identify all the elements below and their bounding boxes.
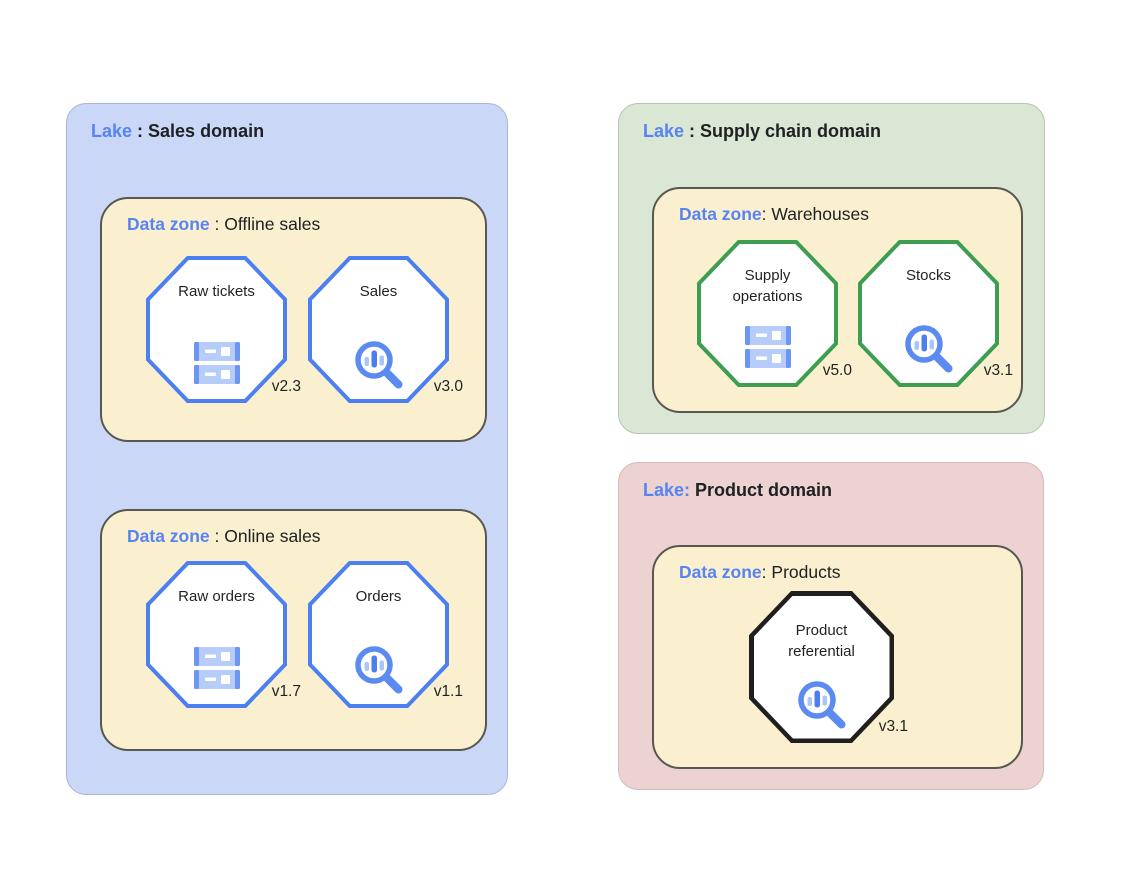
lake-name: Sales domain: [148, 121, 265, 141]
lake-title-separator: :: [132, 121, 149, 141]
data-zone-warehouses: Data zone: Warehouses Supply operations …: [652, 187, 1023, 413]
zone-title-separator: :: [209, 214, 225, 234]
zone-name: Products: [771, 562, 841, 582]
zone-label: Data zone: [127, 214, 210, 234]
zone-title: Data zone: Warehouses: [679, 204, 869, 225]
search-analytics-icon: [352, 338, 406, 392]
entity-version: v1.1: [433, 683, 463, 700]
lake-label: Lake: [643, 121, 685, 141]
search-analytics-icon: [902, 322, 956, 376]
zone-title-separator: :: [209, 526, 225, 546]
entity-supply-operations: Supply operations v5.0: [697, 240, 852, 387]
entity-raw-tickets: Raw tickets v2.3: [146, 256, 301, 403]
zone-title: Data zone : Online sales: [127, 526, 321, 547]
storage-servers-icon: [744, 326, 791, 368]
entity-orders: Orders v1.1: [308, 561, 463, 708]
entity-raw-orders: Raw orders v1.7: [146, 561, 301, 708]
entity-version: v3.0: [433, 378, 463, 395]
data-zone-products: Data zone: Products Product referential …: [652, 545, 1023, 769]
zone-title-separator: :: [761, 204, 772, 224]
lake-name: Supply chain domain: [700, 121, 882, 141]
lake-title: Lake : Supply chain domain: [643, 121, 881, 142]
zone-title: Data zone: Products: [679, 562, 840, 583]
entity-stocks: Stocks v3.1: [858, 240, 1013, 387]
storage-servers-icon: [193, 647, 240, 689]
storage-servers-icon: [193, 342, 240, 384]
lake-label: Lake:: [643, 480, 691, 500]
entity-version: v5.0: [822, 362, 852, 379]
zone-title-separator: :: [761, 562, 772, 582]
lake-product-domain: Lake: Product domain Data zone: Products…: [618, 462, 1044, 790]
search-analytics-icon: [795, 678, 849, 732]
lake-title-separator: :: [684, 121, 701, 141]
entity-version: v1.7: [271, 683, 301, 700]
search-analytics-icon: [352, 643, 406, 697]
lake-title: Lake : Sales domain: [91, 121, 264, 142]
zone-name: Online sales: [224, 526, 321, 546]
entity-name: Sales: [359, 283, 398, 300]
lake-supply-chain-domain: Lake : Supply chain domain Data zone: Wa…: [618, 103, 1045, 434]
zone-name: Warehouses: [771, 204, 869, 224]
zone-label: Data zone: [127, 526, 210, 546]
lake-name: Product domain: [695, 480, 833, 500]
lake-sales-domain: Lake : Sales domain Data zone : Offline …: [66, 103, 508, 795]
zone-name: Offline sales: [224, 214, 321, 234]
entity-name: Product referential: [788, 622, 855, 660]
zone-title: Data zone : Offline sales: [127, 214, 320, 235]
entity-sales: Sales v3.0: [308, 256, 463, 403]
data-zone-online-sales: Data zone : Online sales Raw orders v1.7…: [100, 509, 487, 751]
entity-name: Supply operations: [732, 267, 803, 305]
entity-product-referential: Product referential v3.1: [749, 591, 908, 743]
entity-name: Stocks: [905, 267, 951, 284]
entity-name: Raw tickets: [178, 283, 255, 300]
zone-label: Data zone: [679, 562, 762, 582]
lake-label: Lake: [91, 121, 133, 141]
entity-version: v2.3: [271, 378, 301, 395]
entity-name: Raw orders: [178, 588, 255, 605]
data-zone-offline-sales: Data zone : Offline sales Raw tickets v2…: [100, 197, 487, 442]
zone-label: Data zone: [679, 204, 762, 224]
entity-name: Orders: [355, 588, 402, 605]
entity-version: v3.1: [983, 362, 1013, 379]
lake-title: Lake: Product domain: [643, 480, 832, 501]
entity-version: v3.1: [878, 718, 908, 735]
